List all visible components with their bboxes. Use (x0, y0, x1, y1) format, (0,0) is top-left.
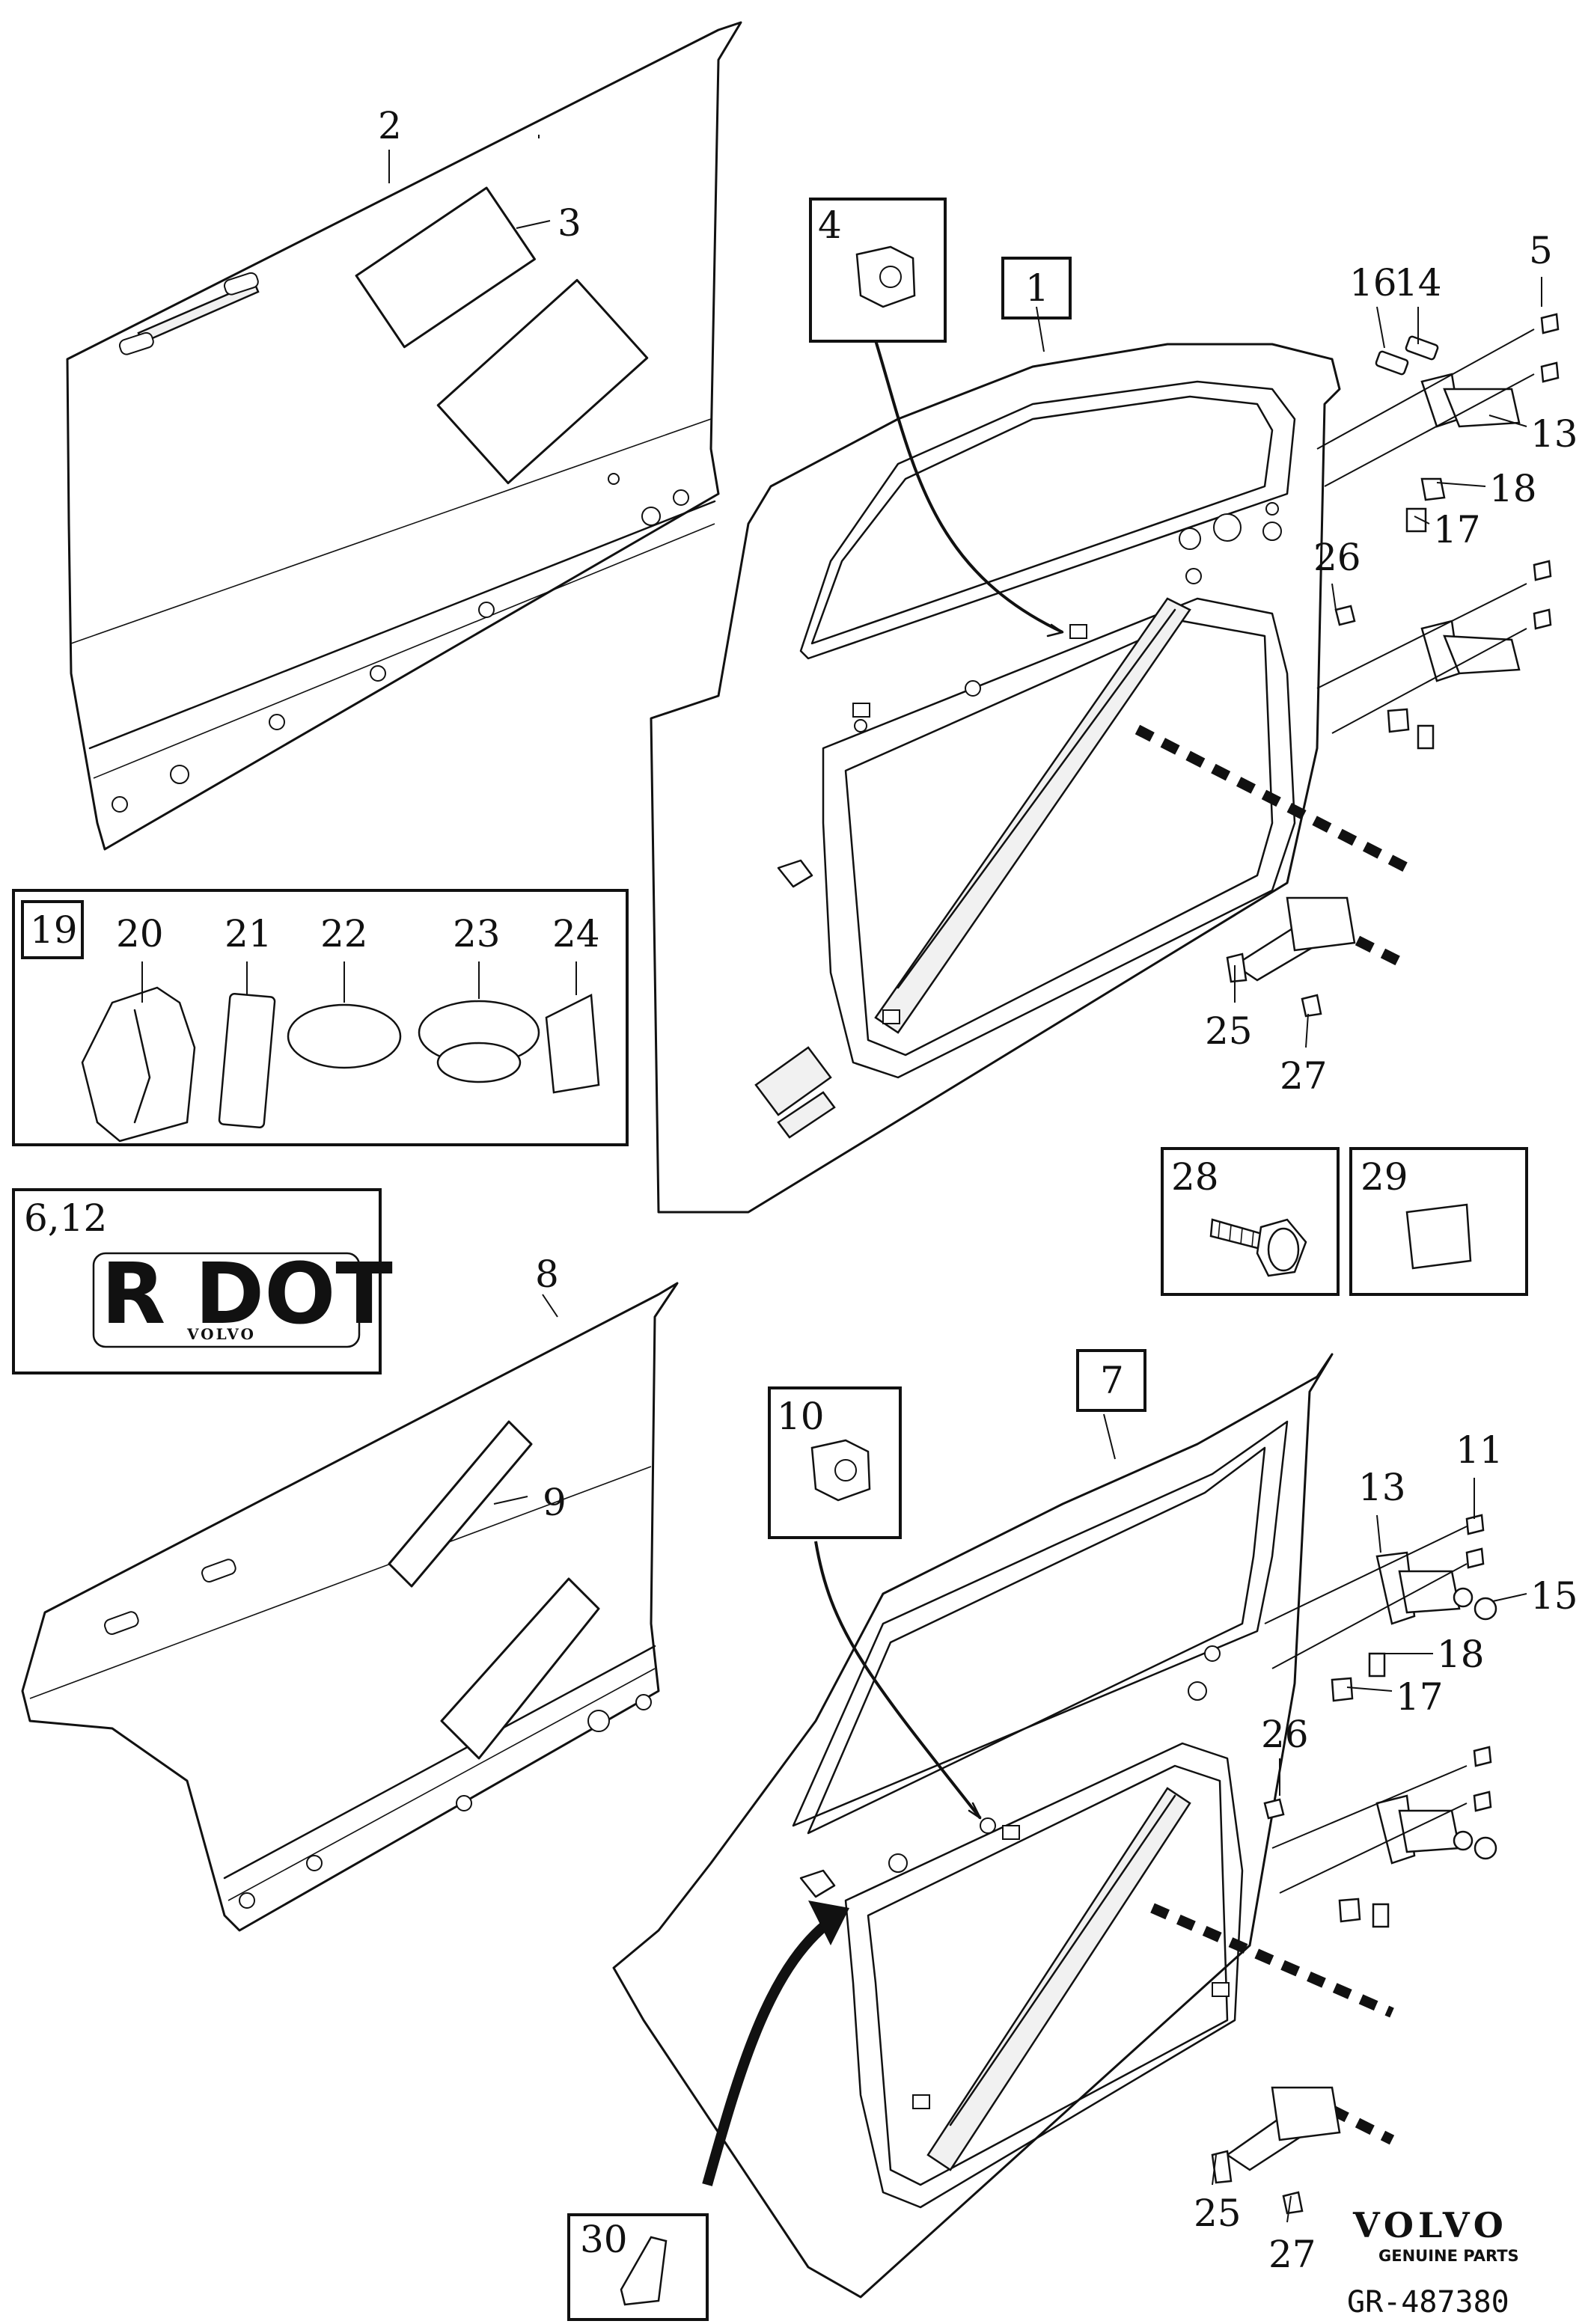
rdot-sticker-brand: VOLVO (186, 1325, 256, 1343)
callout-6-12: 6,12 (24, 1196, 107, 1240)
callout-27-rear: 27 (1268, 2233, 1316, 2276)
callout-19: 19 (30, 908, 78, 952)
box-part-10 (768, 1386, 902, 1539)
callout-7: 7 (1100, 1359, 1124, 1402)
box-part-29 (1349, 1147, 1528, 1296)
front-lower-hinge (1316, 560, 1552, 750)
front-door-frame (650, 343, 1341, 1214)
callout-13-rear: 13 (1358, 1466, 1406, 1509)
callout-2: 2 (378, 104, 402, 147)
callout-9: 9 (543, 1481, 567, 1524)
sticker-box-6-12 (12, 1188, 382, 1374)
callout-25-front: 25 (1205, 1009, 1253, 1053)
callout-30: 30 (580, 2218, 628, 2261)
reference-code: GR-487380 (1347, 2285, 1509, 2320)
label-box-7 (1076, 1349, 1146, 1412)
callout-21: 21 (225, 912, 272, 955)
callout-1: 1 (1025, 266, 1049, 310)
callout-23: 23 (453, 912, 501, 955)
leader-4 (874, 340, 1063, 634)
box-part-28 (1161, 1147, 1340, 1296)
callout-26-rear: 26 (1261, 1713, 1309, 1756)
callout-26-front: 26 (1313, 536, 1361, 579)
callout-15: 15 (1530, 1574, 1578, 1618)
volvo-logo-sub: GENUINE PARTS (1378, 2247, 1519, 2265)
callout-24: 24 (552, 912, 600, 955)
front-upper-hinge (1316, 313, 1560, 533)
box-part-30 (567, 2213, 709, 2321)
callout-18-rear: 18 (1437, 1633, 1485, 1676)
leader-10 (814, 1541, 982, 1820)
callout-20: 20 (116, 912, 164, 955)
callout-22: 22 (320, 912, 368, 955)
rdot-sticker-text: R DOT (101, 1246, 393, 1343)
callout-leaders (141, 135, 1542, 2223)
box-part-4 (809, 198, 947, 343)
callout-8: 8 (535, 1253, 559, 1296)
callout-18-front: 18 (1489, 467, 1537, 510)
kit-box-19 (12, 889, 629, 1146)
callout-3: 3 (558, 201, 581, 245)
rear-outer-panel (21, 1282, 679, 1932)
volvo-logo-word: VOLVO (1352, 2205, 1508, 2245)
callout-14: 14 (1394, 261, 1442, 305)
rear-door-check (1150, 1903, 1395, 2215)
callout-16: 16 (1349, 261, 1397, 305)
front-outer-panel (66, 21, 742, 851)
callout-5: 5 (1529, 229, 1553, 272)
callout-17-front: 17 (1433, 508, 1481, 551)
callout-4: 4 (818, 204, 842, 247)
rear-lower-hinge (1263, 1746, 1497, 1928)
callout-28: 28 (1171, 1155, 1219, 1199)
callout-17-rear: 17 (1396, 1675, 1444, 1719)
callout-10: 10 (777, 1395, 825, 1438)
callout-13-front: 13 (1530, 412, 1578, 456)
callout-27-front: 27 (1280, 1054, 1328, 1098)
rear-door-frame (612, 1353, 1334, 2299)
rear-upper-hinge (1264, 1514, 1497, 1702)
callout-11: 11 (1456, 1428, 1503, 1472)
front-door-check (1135, 724, 1410, 1018)
callout-25-rear: 25 (1194, 2192, 1242, 2235)
callout-29: 29 (1361, 1155, 1408, 1199)
